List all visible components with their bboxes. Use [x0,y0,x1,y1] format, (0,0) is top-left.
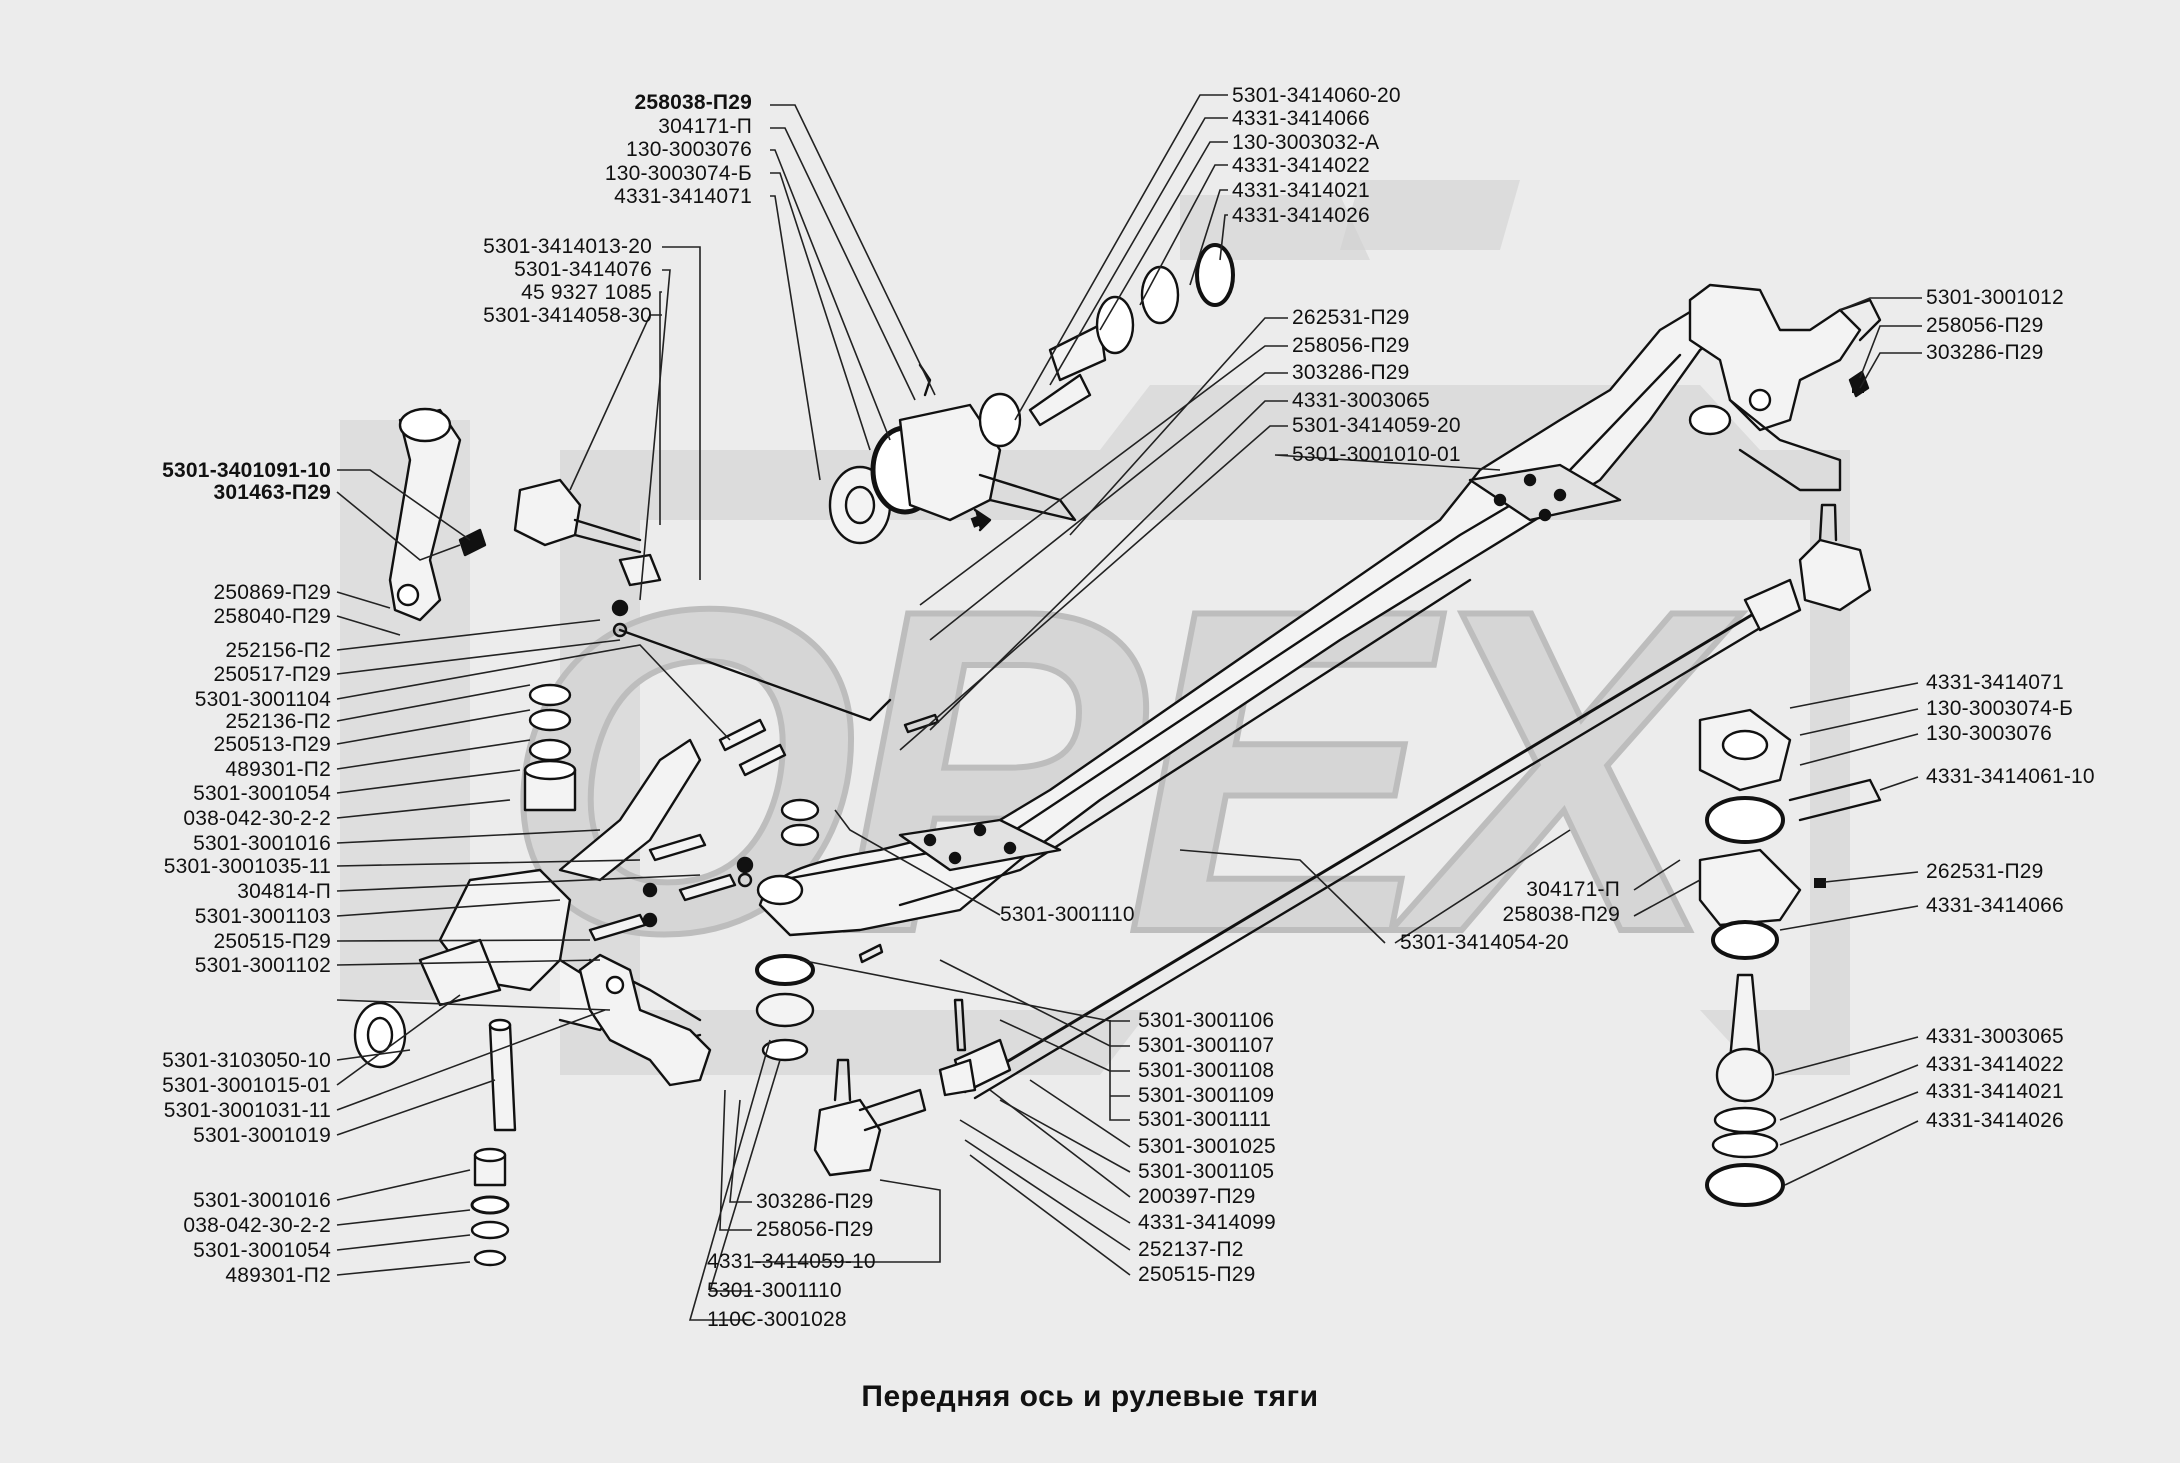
label-4331-3414026-right: 4331-3414026 [1926,1109,2064,1132]
label-252136-P2: 252136-П2 [225,710,331,733]
label-258056-P29-top: 258056-П29 [1292,334,1410,357]
label-258056-P29-bottom: 258056-П29 [756,1218,874,1241]
label-5301-3001025: 5301-3001025 [1138,1135,1276,1158]
label-5301-3414060-20: 5301-3414060-20 [1232,84,1401,107]
label-4331-3414026-top: 4331-3414026 [1232,204,1370,227]
king-pin-parts [470,683,577,1267]
label-130-3003076-right: 130-3003076 [1926,722,2052,745]
label-5301-3001016-upper: 5301-3001016 [193,832,331,855]
label-489301-P2-lower: 489301-П2 [225,1264,331,1287]
label-258056-P29-right: 258056-П29 [1926,314,2044,337]
label-038-042-30-2-2-upper: 038-042-30-2-2 [183,807,331,830]
label-4331-3414099: 4331-3414099 [1138,1211,1276,1234]
label-252156-P2: 252156-П2 [225,639,331,662]
right-ball-joint-parts [1698,503,1882,1207]
label-4331-3414021-top: 4331-3414021 [1232,179,1370,202]
label-45-9327-1085: 45 9327 1085 [521,281,652,304]
label-4331-3414061-10: 4331-3414061-10 [1926,765,2095,788]
label-130-3003074-B-right: 130-3003074-Б [1926,697,2074,720]
label-5301-3001054-upper: 5301-3001054 [193,782,331,805]
label-250517-P29: 250517-П29 [213,663,331,686]
label-5301-3001109: 5301-3001109 [1138,1084,1275,1107]
label-5301-3001102: 5301-3001102 [194,954,331,977]
label-4331-3414059-10: 4331-3414059-10 [707,1250,876,1273]
right-steering-knuckle [1688,283,1882,492]
label-5301-3001111: 5301-3001111 [1138,1108,1272,1131]
label-4331-3414022-right: 4331-3414022 [1926,1053,2064,1076]
label-5301-3001105: 5301-3001105 [1138,1160,1275,1183]
label-5301-3001110-mid: 5301-3001110 [1000,903,1135,926]
label-5301-3414059-20: 5301-3414059-20 [1292,414,1461,437]
label-5301-3414058-30: 5301-3414058-30 [483,304,652,327]
label-4331-3414022-top: 4331-3414022 [1232,154,1370,177]
label-200397-P29: 200397-П29 [1138,1185,1256,1208]
label-252137-P2: 252137-П2 [1138,1238,1244,1261]
label-5301-3001019: 5301-3001019 [193,1124,331,1147]
label-489301-P2-upper: 489301-П2 [225,758,331,781]
label-038-042-30-2-2-lower: 038-042-30-2-2 [183,1214,331,1237]
label-5301-3001016-lower: 5301-3001016 [193,1189,331,1212]
label-5301-3414013-20: 5301-3414013-20 [483,235,652,258]
label-5301-3001104: 5301-3001104 [194,688,331,711]
axle-beam [756,298,1742,937]
label-258038-P29-mid: 258038-П29 [1502,903,1620,926]
steering-arm [578,953,712,1087]
label-5301-3401091-10: 5301-3401091-10 [162,459,331,482]
upper-ball-joint-parts [828,243,1235,545]
label-5301-3001108: 5301-3001108 [1138,1059,1275,1082]
label-5301-3001103: 5301-3001103 [194,905,331,928]
label-4331-3414066-top: 4331-3414066 [1232,107,1370,130]
label-4331-3414071-right: 4331-3414071 [1926,671,2064,694]
left-ball-joint-parts [755,798,977,1177]
label-5301-3414076: 5301-3414076 [514,258,652,281]
label-5301-3001107: 5301-3001107 [1138,1034,1275,1057]
tie-rod [953,578,1802,1100]
label-250515-P29-mid: 250515-П29 [1138,1263,1256,1286]
label-130-3003032-A: 130-3003032-А [1232,131,1380,154]
label-4331-3414066-right: 4331-3414066 [1926,894,2064,917]
label-130-3003074-B-top: 130-3003074-Б [604,162,752,185]
label-5301-3001031-11: 5301-3001031-11 [163,1099,331,1122]
label-130-3003076-top: 130-3003076 [626,138,752,161]
dark-nuts [970,383,1864,888]
diagram-caption: Передняя ось и рулевые тяги [861,1380,1319,1413]
label-304171-P-top: 304171-П [658,115,752,138]
label-4331-3414071-top: 4331-3414071 [614,185,752,208]
label-304171-P-mid: 304171-П [1526,878,1620,901]
label-304814-P: 304814-П [237,880,331,903]
label-4331-3003065-top: 4331-3003065 [1292,389,1430,412]
leader-lines [336,94,1922,1321]
label-4331-3414021-right: 4331-3414021 [1926,1080,2064,1103]
label-262531-P29-top: 262531-П29 [1292,306,1410,329]
label-5301-3103050-10: 5301-3103050-10 [162,1049,331,1072]
label-5301-3001010-01: 5301-3001010-01 [1292,443,1461,466]
label-250515-P29-left: 250515-П29 [213,930,331,953]
label-5301-3001012: 5301-3001012 [1926,286,2064,309]
label-5301-3001054-lower: 5301-3001054 [193,1239,331,1262]
label-303286-P29-bottom: 303286-П29 [756,1190,874,1213]
label-258038-P29-top: 258038-П29 [634,91,752,114]
label-4331-3003065-right: 4331-3003065 [1926,1025,2064,1048]
label-258040-P29: 258040-П29 [213,605,331,628]
drag-link [513,478,892,722]
label-301463-P29: 301463-П29 [213,481,331,504]
label-110C-3001028: 110С-3001028 [707,1308,847,1331]
label-303286-P29-top: 303286-П29 [1292,361,1410,384]
label-250869-P29: 250869-П29 [213,581,331,604]
label-5301-3001035-11: 5301-3001035-11 [163,855,331,878]
label-5301-3001110-bottom: 5301-3001110 [707,1279,842,1302]
pitman-arm [388,407,487,622]
label-303286-P29-right: 303286-П29 [1926,341,2044,364]
label-5301-3001015-01: 5301-3001015-01 [162,1074,331,1097]
label-250513-P29: 250513-П29 [213,733,331,756]
label-5301-3001106: 5301-3001106 [1138,1009,1275,1032]
label-5301-3414054-20: 5301-3414054-20 [1400,931,1569,954]
label-262531-P29-right: 262531-П29 [1926,860,2044,883]
